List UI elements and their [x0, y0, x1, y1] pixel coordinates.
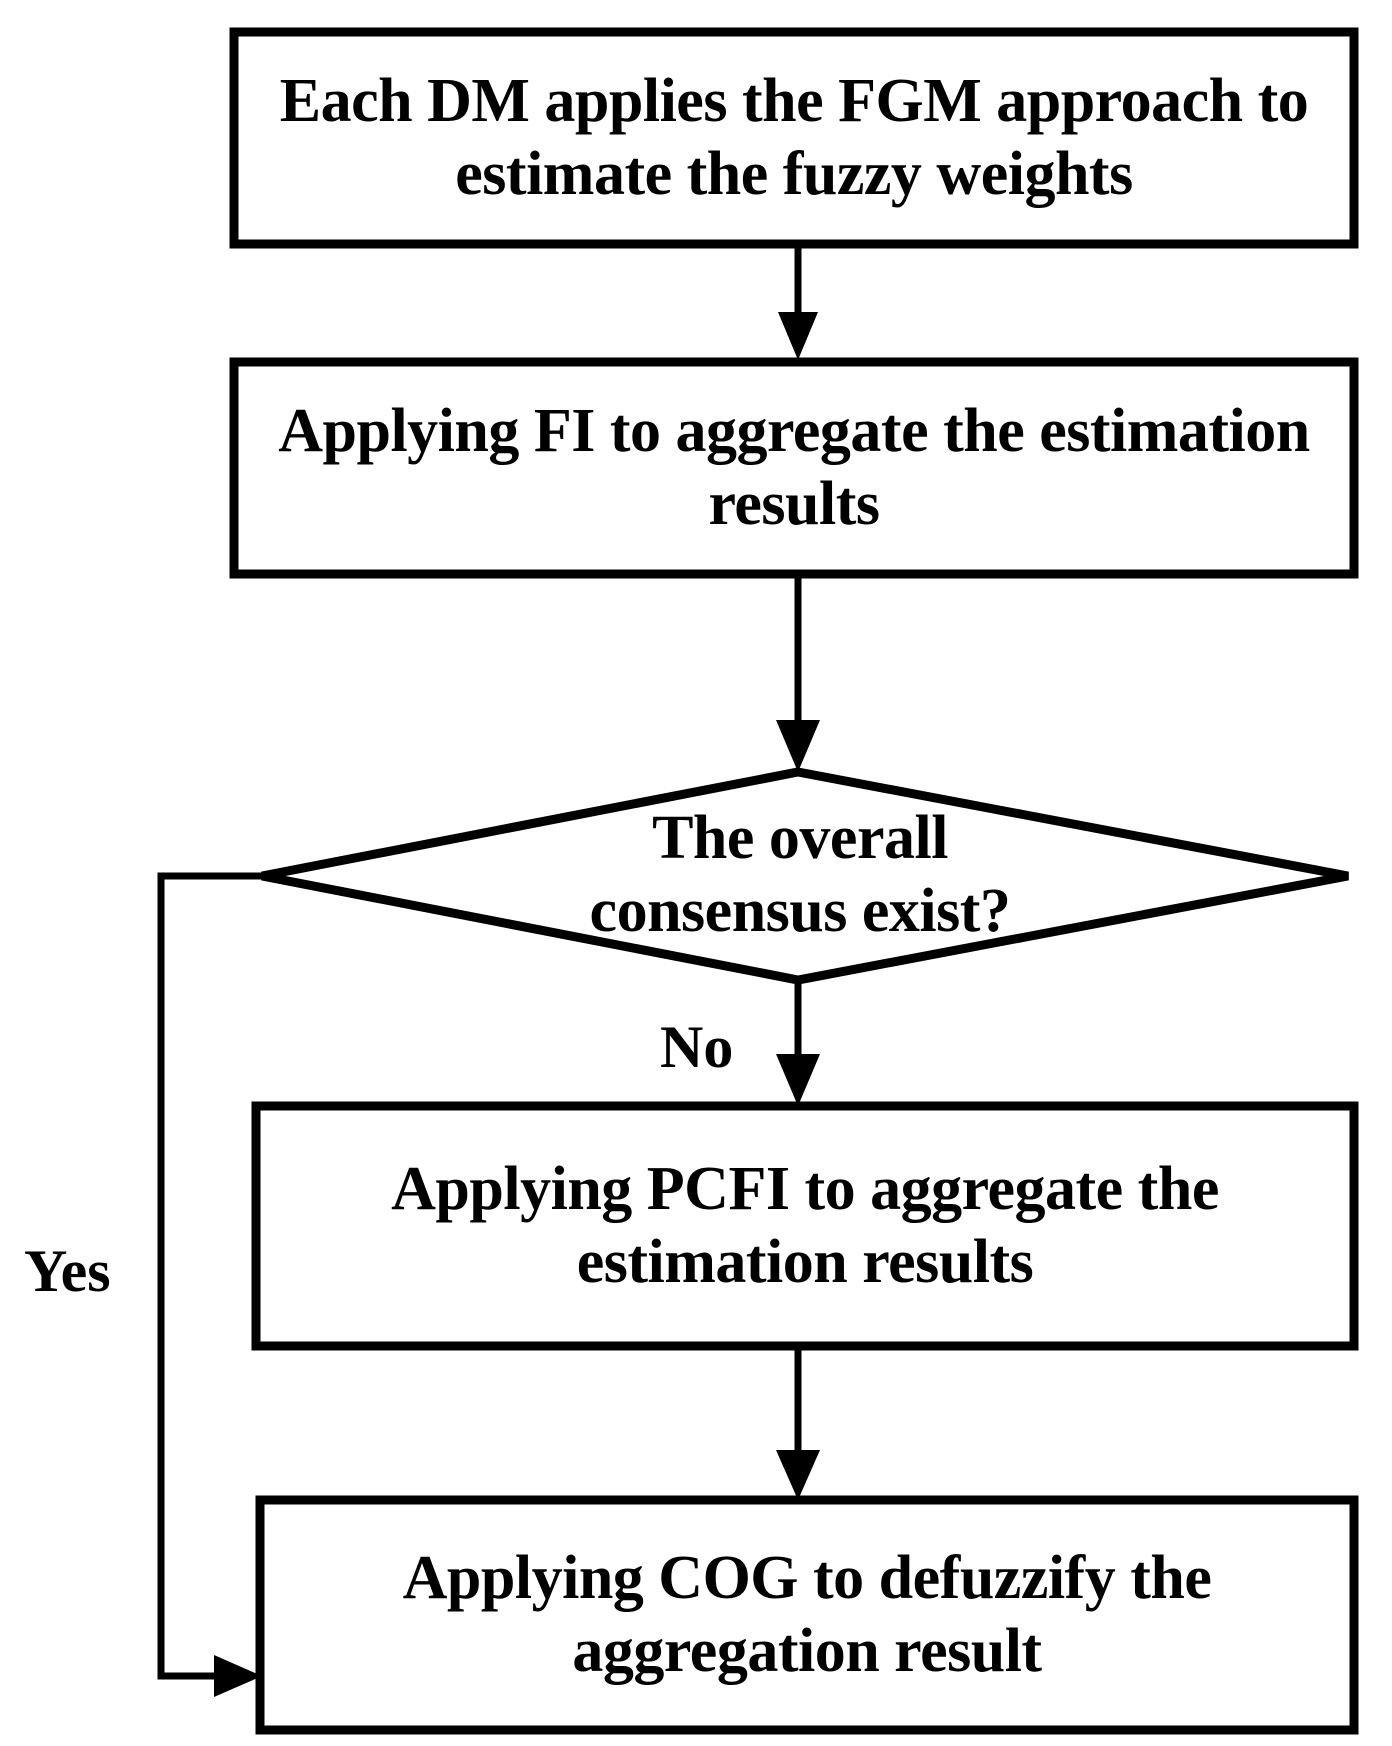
edge-fi-to-consensus-arrowhead [776, 720, 820, 772]
edge-label-yes: Yes [24, 1238, 111, 1304]
edge-pcfi-to-cog-arrowhead [776, 1450, 820, 1500]
edge-consensus-to-pcfi-arrowhead [776, 1054, 820, 1106]
edge-label-no: No [660, 1014, 734, 1080]
node-pcfi-box[interactable] [251, 1101, 1359, 1351]
node-fi-box[interactable] [229, 357, 1359, 579]
node-cog-box[interactable] [255, 1495, 1359, 1735]
edge-consensus-yes-path [157, 872, 262, 1680]
node-fgm-box[interactable] [229, 27, 1359, 249]
edge-fgm-to-fi-arrowhead [778, 312, 818, 360]
node-consensus-diamond[interactable] [261, 767, 1349, 985]
edge-consensus-yes-arrowhead [214, 1655, 262, 1697]
